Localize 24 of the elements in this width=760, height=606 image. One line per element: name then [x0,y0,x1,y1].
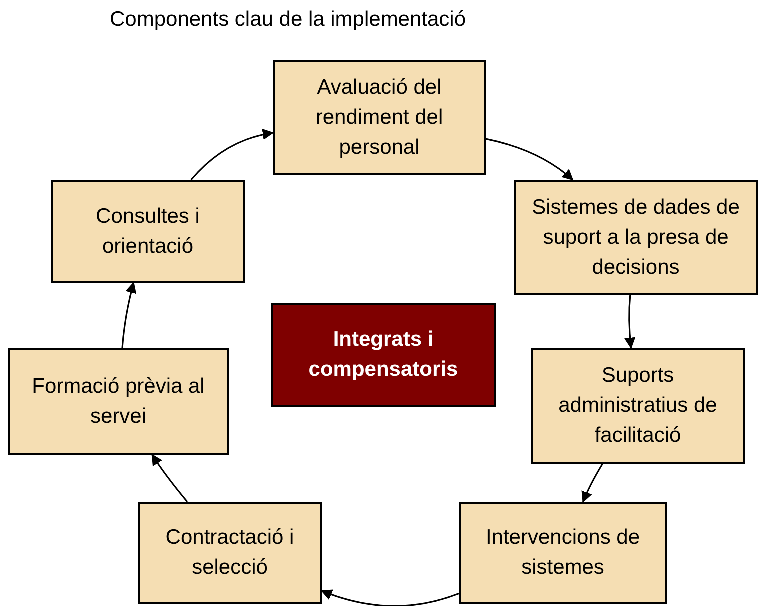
box-label: Intervencions de sistemes [484,525,642,581]
arrow [152,454,188,502]
component-box [531,348,745,464]
box-label: Avaluació del rendiment del personal [314,74,444,160]
box-label: Integrats i compensatoris [308,327,460,383]
component-box [514,180,758,295]
component-box [273,60,486,175]
box-label: Sistemes de dades de suport a la presa de decisions [532,194,740,280]
arrow [122,282,137,348]
box-label: Contractació i selecció [164,525,296,581]
diagram-title: Components clau de la implementació [110,8,466,32]
component-box [51,180,245,283]
component-box [8,348,229,455]
arrow [190,129,274,181]
arrow [624,294,636,350]
arrow [320,589,460,606]
component-box [138,502,322,604]
arrow [486,138,574,181]
highlight-box [271,303,496,407]
box-label: Consultes i orientació [95,204,201,260]
box-label: Formació prèvia al servei [31,374,206,430]
box-label: Suports administratius de facilitació [558,363,718,449]
arrow [582,464,604,504]
component-box [459,502,667,604]
